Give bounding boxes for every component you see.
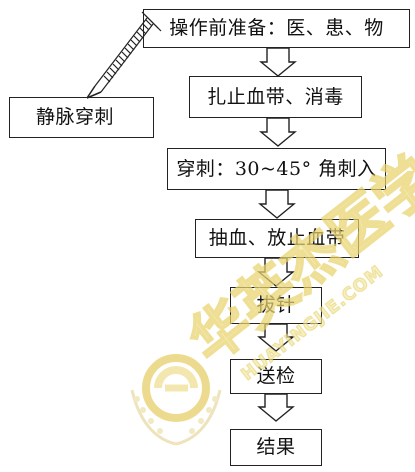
step-result-box: 结果 [230,429,322,466]
step-preparation-label: 操作前准备：医、患、物 [169,17,384,39]
needle-icon [86,11,162,99]
step-draw-blood-label: 抽血、放止血带 [208,227,346,249]
step-send-test-label: 送检 [256,365,296,387]
arrow-4 [257,257,295,287]
step-puncture-label: 穿刺：30~45° 角刺入 [176,157,377,180]
arrow-5 [257,323,295,352]
arrow-1 [259,47,297,77]
arrow-6 [257,393,295,422]
step-tourniquet-box: 扎止血带、消毒 [189,76,362,118]
arrow-2 [259,117,297,147]
side-venipuncture-label: 静脉穿刺 [36,106,115,128]
step-preparation-box: 操作前准备：医、患、物 [143,9,410,48]
step-remove-needle-label: 拔针 [256,294,296,316]
step-draw-blood-box: 抽血、放止血带 [195,219,359,258]
arrow-3 [258,189,296,219]
step-send-test-box: 送检 [230,359,322,394]
side-venipuncture-box: 静脉穿刺 [9,97,154,138]
step-tourniquet-label: 扎止血带、消毒 [207,85,344,108]
step-remove-needle-box: 拔针 [230,287,322,324]
step-puncture-box: 穿刺：30~45° 角刺入 [167,148,386,190]
step-result-label: 结果 [256,436,296,458]
